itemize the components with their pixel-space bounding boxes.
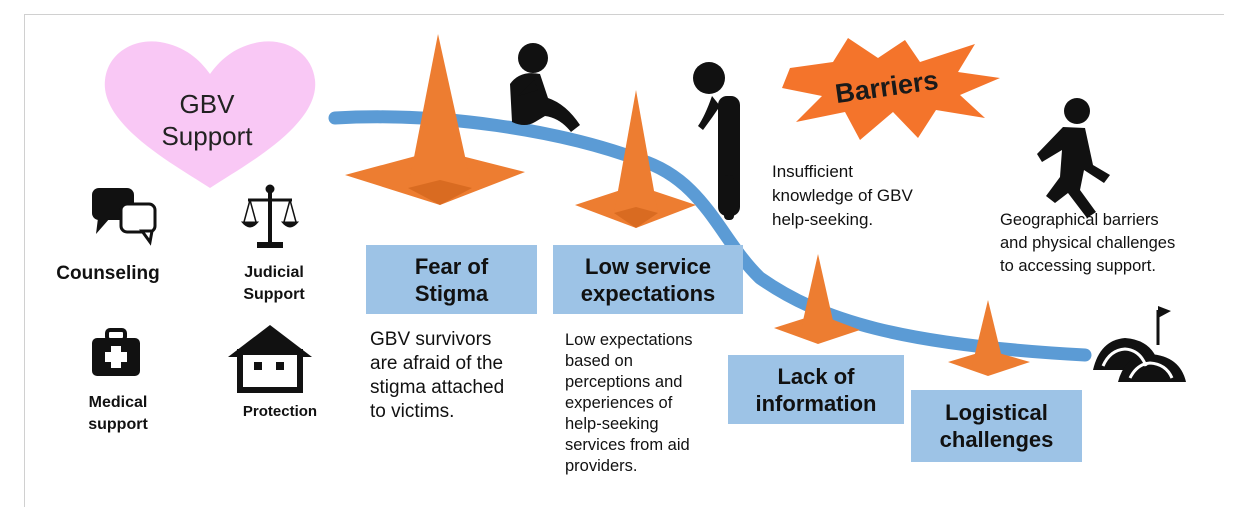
low-service-title-2: expectations: [580, 280, 716, 306]
barriers-burst: [782, 38, 1000, 140]
logistical-description: Geographical barriers and physical chall…: [1000, 209, 1230, 278]
desc-line: Insufficient: [772, 162, 853, 181]
judicial-line-2: Support: [243, 286, 305, 303]
desc-line: Low expectations: [565, 331, 693, 349]
judicial-line-1: Judicial: [244, 264, 304, 281]
traffic-cone-icon: [345, 34, 525, 205]
scales-icon: [240, 184, 300, 248]
desc-line: GBV survivors: [370, 329, 492, 350]
logistical-challenges-box: Logistical challenges: [911, 390, 1082, 462]
desc-line: experiences of: [565, 394, 673, 412]
fear-of-stigma-description: GBV survivors are afraid of the stigma a…: [370, 328, 550, 424]
desc-line: and physical challenges: [1000, 234, 1176, 252]
walking-person-icon: [1037, 98, 1110, 218]
judicial-support-label: Judicial Support: [242, 262, 306, 306]
medical-line-2: support: [88, 416, 148, 433]
heart-shape: [104, 41, 316, 188]
desc-line: perceptions and: [565, 373, 683, 391]
heart-line-2: Support: [161, 121, 253, 151]
low-service-description: Low expectations based on perceptions an…: [565, 330, 725, 477]
lack-of-information-box: Lack of information: [728, 355, 904, 424]
desc-line: providers.: [565, 457, 638, 475]
protection-label: Protection: [242, 403, 318, 420]
lack-title-2: information: [755, 390, 877, 416]
chat-bubbles-icon: [92, 188, 157, 246]
path-line: [328, 110, 1092, 362]
traffic-cone-icon: [774, 254, 860, 344]
frame-left-border: [24, 14, 25, 507]
logistical-title-2: challenges: [939, 427, 1054, 452]
desc-line: help-seeking.: [772, 210, 874, 229]
heart-line-1: GBV: [179, 89, 235, 119]
logistical-title-1: Logistical: [945, 400, 1048, 425]
traffic-cone-icon: [575, 90, 696, 228]
fear-title-2: Stigma: [414, 280, 489, 306]
low-service-title-1: Low service: [585, 253, 711, 279]
desc-line: knowledge of GBV: [772, 186, 913, 205]
fear-of-stigma-box: Fear of Stigma: [366, 245, 537, 314]
low-service-expectations-box: Low service expectations: [553, 245, 743, 314]
gbv-support-title: GBV Support: [122, 88, 292, 152]
desc-line: to victims.: [370, 401, 455, 422]
desc-line: are afraid of the: [370, 353, 504, 374]
medical-line-1: Medical: [88, 394, 148, 411]
fear-title-1: Fear of: [414, 253, 489, 279]
desc-line: to accessing support.: [1000, 257, 1156, 275]
medical-support-label: Medical support: [80, 392, 156, 436]
traffic-cone-icon: [948, 300, 1030, 376]
desc-line: based on: [565, 352, 633, 370]
sad-person-icon: [693, 62, 740, 220]
desc-line: stigma attached: [370, 377, 505, 398]
house-icon: [228, 325, 312, 393]
desc-line: Geographical barriers: [1000, 211, 1159, 229]
counseling-label: Counseling: [56, 263, 160, 284]
sitting-person-icon: [510, 43, 580, 132]
desc-line: help-seeking: [565, 415, 659, 433]
frame-top-border: [24, 14, 1224, 15]
lack-of-information-description: Insufficient knowledge of GBV help-seeki…: [772, 160, 952, 232]
desc-line: services from aid: [565, 436, 690, 454]
lack-title-1: Lack of: [777, 363, 855, 389]
shelter-icon: [1093, 306, 1186, 382]
medical-kit-icon: [92, 328, 140, 376]
